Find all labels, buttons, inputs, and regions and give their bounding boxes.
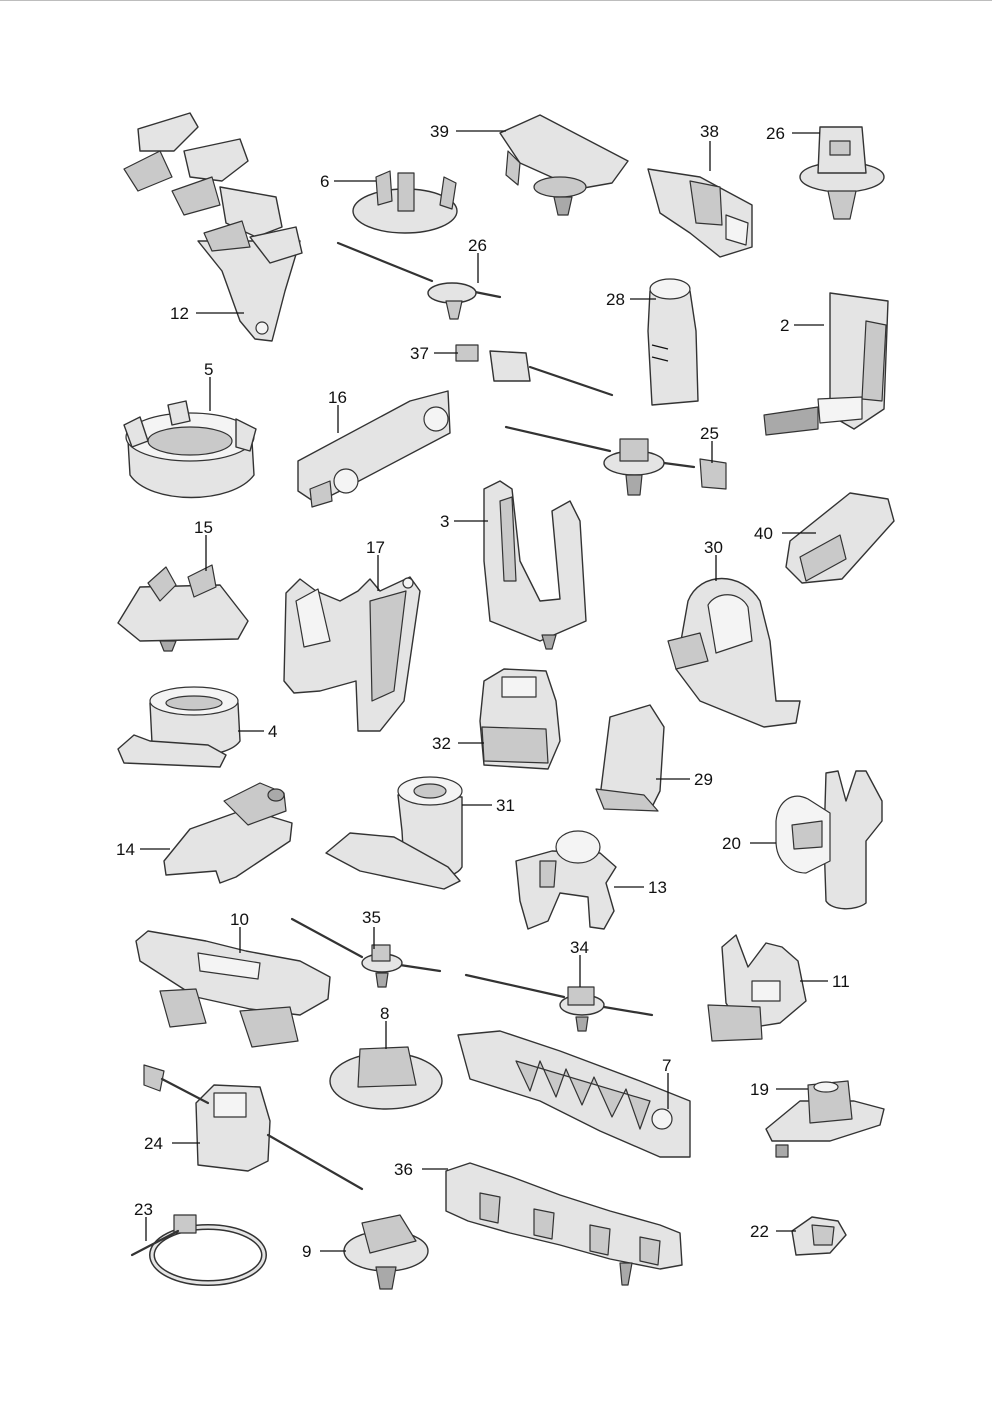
- callout-8: 8: [380, 1004, 389, 1023]
- callout-12: 12: [170, 304, 189, 323]
- callout-30: 30: [704, 538, 723, 557]
- callout-16: 16: [328, 388, 347, 407]
- part-7-rail-clip: [457, 1030, 691, 1158]
- part-13-double-hook-clip: [515, 830, 617, 930]
- part-6-stud-nut: [352, 170, 458, 234]
- callout-7: 7: [662, 1056, 671, 1075]
- part-22-small-clip: [791, 1216, 847, 1256]
- part-24-tie-mount-block: [143, 1064, 364, 1191]
- callout-3: 3: [440, 512, 449, 531]
- part-26-square-rivet-top: [799, 126, 885, 220]
- callout-11: 11: [832, 972, 850, 991]
- callout-labels: 39 38 26 6 26 12 28 2 37 5 16 25 3 40 15…: [116, 122, 850, 1261]
- callout-37: 37: [410, 344, 429, 363]
- part-37-cable-tie: [455, 344, 614, 397]
- part-16-bar-bracket: [297, 390, 451, 508]
- part-11-fork-clip: [707, 934, 807, 1042]
- callout-26-tie: 26: [468, 236, 487, 255]
- part-9-push-rivet: [343, 1214, 429, 1290]
- callout-24: 24: [144, 1134, 163, 1153]
- callout-20: 20: [722, 834, 741, 853]
- part-35-tie-rivet: [290, 917, 442, 988]
- callout-34: 34: [570, 938, 589, 957]
- part-19-saddle-post: [765, 1080, 885, 1158]
- callout-32: 32: [432, 734, 451, 753]
- callout-17: 17: [366, 538, 385, 557]
- part-26-tie-rivet: [336, 241, 502, 320]
- part-32-block-clip: [479, 668, 561, 770]
- part-29-strap-clip: [595, 704, 665, 812]
- callout-15: 15: [194, 518, 213, 537]
- callout-2: 2: [780, 316, 789, 335]
- part-39-slotted-clip: [499, 114, 629, 216]
- callout-4: 4: [268, 722, 277, 741]
- part-36-chain-clip: [445, 1162, 683, 1286]
- callout-40: 40: [754, 524, 773, 543]
- callout-35: 35: [362, 908, 381, 927]
- part-31-saddle-post: [325, 776, 463, 890]
- part-38-cable-holder: [647, 168, 753, 258]
- part-17-y-bracket: [283, 576, 421, 732]
- part-3-double-u-clip: [483, 480, 587, 650]
- callout-19: 19: [750, 1080, 769, 1099]
- callout-9: 9: [302, 1242, 311, 1261]
- callout-29: 29: [694, 770, 713, 789]
- callout-36: 36: [394, 1160, 413, 1179]
- part-28-cylinder-sleeve: [647, 278, 699, 406]
- callout-10: 10: [230, 910, 249, 929]
- part-14-saddle-clip: [163, 782, 293, 884]
- callout-26-top: 26: [766, 124, 785, 143]
- callout-38: 38: [700, 122, 719, 141]
- leader-lines: [140, 130, 828, 1252]
- part-25-tie-rivet: [504, 425, 727, 496]
- callout-14: 14: [116, 840, 135, 859]
- part-30-loop-clip: [667, 577, 801, 728]
- callout-22: 22: [750, 1222, 769, 1241]
- part-34-tie-rivet: [464, 973, 654, 1032]
- part-40-clip: [785, 492, 895, 584]
- part-4-oval-clip: [117, 686, 241, 768]
- callout-28: 28: [606, 290, 625, 309]
- callout-31: 31: [496, 796, 515, 815]
- part-5-castellated-ring: [123, 400, 257, 499]
- callout-6: 6: [320, 172, 329, 191]
- callout-25: 25: [700, 424, 719, 443]
- part-12-bracket: [123, 112, 303, 342]
- part-10-long-multi-clip: [135, 930, 331, 1048]
- part-8-wedge-disc: [329, 1046, 443, 1110]
- callout-13: 13: [648, 878, 667, 897]
- callout-23: 23: [134, 1200, 153, 1219]
- part-15-base-pad-clip: [117, 564, 249, 652]
- callout-39: 39: [430, 122, 449, 141]
- part-23-cable-tie-loop: [130, 1214, 267, 1286]
- callout-5: 5: [204, 360, 213, 379]
- part-2-tab-clip: [763, 292, 889, 436]
- part-20-forked-clip: [775, 770, 883, 910]
